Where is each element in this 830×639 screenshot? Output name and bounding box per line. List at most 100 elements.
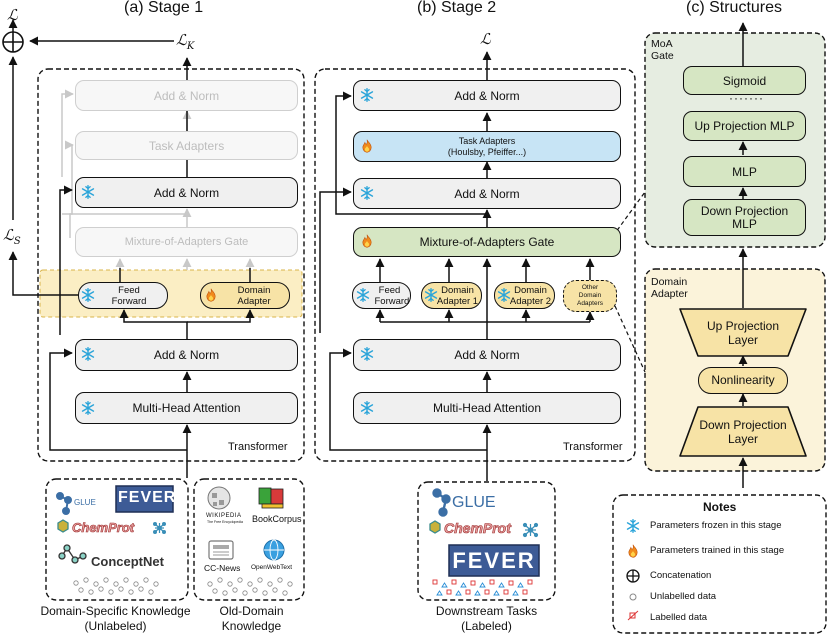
notes-unlabelled-text: Unlabelled data [650, 591, 717, 602]
domain-specific-caption: Domain-Specific Knowledge(Unlabeled) [40, 604, 191, 633]
struct-nonlinearity: Nonlinearity [698, 367, 788, 394]
stage1-title: (a) Stage 1 [124, 0, 204, 16]
stage1-transformer-frame [37, 68, 305, 462]
bookcorpus-label: BookCorpus [252, 514, 302, 524]
stage1-addnorm-to-da [187, 309, 255, 323]
molecule-large-icon [522, 522, 539, 538]
stage1-faded-residual-mid [64, 140, 74, 238]
stage2-title: (b) Stage 2 [417, 0, 497, 16]
bookcorpus-icon [258, 487, 284, 509]
struct-down-layer: Down Projection Layer [699, 418, 787, 446]
fever-small-label: FEVER [118, 489, 177, 506]
snowflake-icon [360, 401, 374, 415]
chemprot-small-label: ChemProt [72, 520, 135, 536]
snowflake-icon [81, 401, 95, 415]
unlabelled-dots-old [207, 577, 293, 596]
notes-concat-text: Concatenation [650, 570, 712, 581]
struct-up-layer: Up Projection Layer [706, 319, 780, 347]
stage1-moa-gate: Mixture-of-Adapters Gate [75, 227, 298, 257]
notes-unlabelled-icon [629, 593, 637, 601]
stage2-add-norm-top: Add & Norm [353, 80, 621, 111]
notes-concat-icon [626, 569, 640, 583]
notes-trained-text: Parameters trained in this stage [650, 545, 785, 556]
stage1-feed-forward: Feed Forward [78, 282, 168, 309]
flame-icon [360, 139, 374, 153]
conceptnet-logo-icon [58, 544, 87, 564]
stage1-add-norm-mid: Add & Norm [75, 177, 298, 208]
snowflake-icon [81, 347, 95, 361]
struct-dots: ······· [729, 91, 764, 105]
chemprot-hex-large-icon [429, 520, 441, 534]
openwebtext-label: OpenWebText [251, 564, 293, 571]
domain-adapter-panel-label: Domain Adapter [651, 276, 688, 300]
wikipedia-sub-label: The Free Encyclopedia [207, 520, 243, 524]
stage1-task-adapters: Task Adapters [75, 131, 298, 160]
snowflake-icon [360, 88, 374, 102]
struct-mlp: MLP [683, 156, 806, 187]
wikipedia-globe-icon [207, 486, 231, 510]
down-projection-shape [679, 406, 807, 457]
stage2-task-adapters: Task Adapters(Houlsby, Pfeiffer...) [353, 131, 621, 162]
stage1-ls-from-ffn [8, 251, 78, 296]
glue-logo-icon [56, 492, 72, 515]
stage2-add-norm-mid: Add & Norm [353, 178, 621, 209]
glue-small-label: GLUE [74, 498, 96, 507]
stage2-transformer-label: Transformer [563, 441, 623, 453]
stage2-other-adapters: Other Domain Adapters [563, 280, 617, 312]
stage2-transformer-frame [314, 68, 636, 462]
labelled-dots-downstream [432, 579, 533, 596]
struct-down-mlp: Down Projection MLP [683, 199, 806, 236]
stage2-add-norm-low: Add & Norm [353, 339, 621, 371]
stage2-moa-gate: Mixture-of-Adapters Gate [353, 227, 621, 257]
adapter-zoom-line [614, 305, 646, 373]
struct-sigmoid: Sigmoid [683, 66, 806, 95]
stage1-mha: Multi-Head Attention [75, 392, 298, 424]
fever-logo-small-bg [115, 485, 174, 513]
stage1-transformer-label: Transformer [228, 441, 288, 453]
flame-icon [360, 234, 374, 248]
snowflake-icon [81, 288, 95, 302]
stage2-residual-mid [319, 187, 352, 333]
domain-specific-frame [45, 478, 189, 601]
snowflake-icon [360, 186, 374, 200]
stage2-input-residual [329, 348, 487, 451]
old-domain-frame [193, 478, 305, 601]
wikipedia-label: WIKIPEDIA [206, 513, 242, 519]
up-projection-shape [679, 308, 807, 357]
notes-labelled-text: Labelled data [650, 612, 708, 623]
notes-frame [612, 494, 827, 634]
concat-symbol [2, 31, 24, 53]
flame-icon [204, 288, 218, 302]
loss-total-symbol: ℒ [7, 6, 18, 24]
fever-large-label: FEVER [452, 548, 536, 573]
notes-labelled-icon [627, 610, 639, 621]
stage1-addnorm-to-ffn [119, 309, 188, 339]
loss-s-symbol: ℒS [3, 226, 21, 247]
snowflake-icon [356, 288, 370, 302]
flame-icon [626, 544, 640, 558]
unlabelled-dots-domain [73, 577, 159, 595]
structures-title: (c) Structures [686, 0, 783, 16]
struct-up-mlp: Up Projection MLP [683, 111, 806, 141]
stage1-add-norm-low: Add & Norm [75, 339, 298, 371]
molecule-icon [153, 521, 167, 534]
snowflake-icon [81, 185, 95, 199]
downstream-caption: Downstream Tasks(Labeled) [435, 604, 538, 633]
loss-stage2-symbol: ℒ [480, 30, 491, 48]
stage2-residual-top [335, 91, 487, 215]
loss-k-symbol: ℒK [176, 31, 195, 52]
stage1-ffn-to-addnorm [59, 190, 121, 335]
snowflake-icon [360, 347, 374, 361]
downstream-frame [417, 481, 556, 601]
fever-logo-large-bg [448, 544, 540, 577]
glue-logo-large-icon [432, 488, 451, 517]
snowflake-icon [497, 288, 511, 302]
chemprot-large-label: ChemProt [444, 520, 512, 537]
notes-frozen-text: Parameters frozen in this stage [650, 520, 782, 531]
snowflake-icon [424, 288, 438, 302]
stage2-mha: Multi-Head Attention [353, 392, 621, 424]
stage1-input-residual [49, 348, 187, 451]
ccnews-icon [208, 540, 234, 560]
stage1-add-norm-top: Add & Norm [75, 80, 298, 111]
